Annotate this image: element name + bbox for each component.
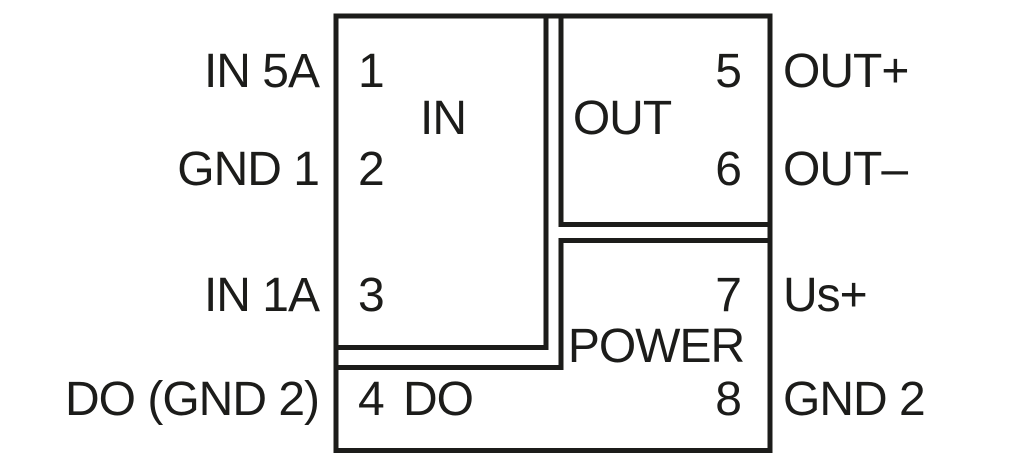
pin-7-number: 7 bbox=[715, 269, 742, 322]
pin-1-external-label: IN 5A bbox=[203, 45, 320, 98]
pin-1-number: 1 bbox=[358, 45, 385, 98]
out-block-label: OUT bbox=[572, 92, 672, 145]
module-border bbox=[333, 13, 773, 453]
pin-7-external-label: Us+ bbox=[783, 269, 868, 322]
pin-4-external-label: DO (GND 2) bbox=[65, 373, 320, 426]
power-block-label: POWER bbox=[567, 320, 745, 373]
pin-5-number: 5 bbox=[715, 45, 742, 98]
pin-3-external-label: IN 1A bbox=[203, 269, 320, 322]
do-block-label: DO bbox=[403, 373, 474, 426]
pin-8-number: 8 bbox=[715, 373, 742, 426]
pin-8-external-label: GND 2 bbox=[783, 373, 926, 426]
pin-4-number: 4 bbox=[358, 373, 385, 426]
pin-5-external-label: OUT+ bbox=[783, 45, 909, 98]
in-block-label: IN bbox=[420, 92, 467, 145]
power-do-block-boundary bbox=[336, 238, 770, 370]
pin-2-external-label: GND 1 bbox=[177, 143, 320, 196]
in-block-boundary bbox=[336, 16, 549, 350]
pin-3-number: 3 bbox=[358, 269, 385, 322]
pin-6-external-label: OUT– bbox=[783, 143, 908, 196]
pin-2-number: 2 bbox=[358, 143, 385, 196]
pin-6-number: 6 bbox=[715, 143, 742, 196]
out-block-boundary bbox=[558, 16, 770, 227]
